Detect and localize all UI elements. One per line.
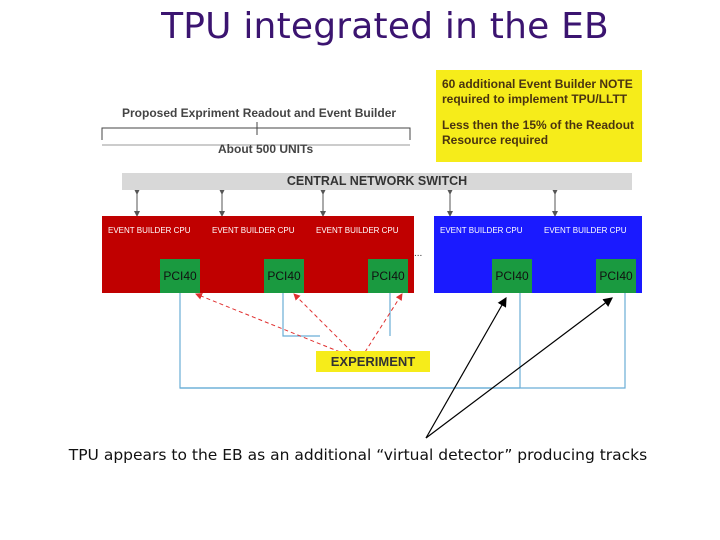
pci40-card: PCI40 (264, 259, 304, 293)
pci40-card: PCI40 (368, 259, 408, 293)
switch-links (134, 189, 558, 217)
note-line-2: required to implement TPU/LLTT (442, 91, 628, 106)
event-builder-label: EVENT BUILDER CPU (316, 226, 399, 235)
event-builder-2: EVENT BUILDER CPU PCI40 (206, 216, 310, 293)
note-line-1: 60 additional Event Builder NOTE (442, 77, 633, 91)
proposed-bracket (101, 122, 411, 146)
experiment-links (195, 292, 403, 353)
event-builder-1: EVENT BUILDER CPU PCI40 (102, 216, 206, 293)
pci40-card: PCI40 (160, 259, 200, 293)
proposed-readout-label: Proposed Expriment Readout and Event Bui… (122, 106, 397, 120)
event-builder-label: EVENT BUILDER CPU (544, 226, 627, 235)
slide-title: TPU integrated in the EB (161, 6, 609, 47)
event-builder-label: EVENT BUILDER CPU (108, 226, 191, 235)
pci40-card: PCI40 (492, 259, 532, 293)
event-builder-label: EVENT BUILDER CPU (440, 226, 523, 235)
event-builder-5: EVENT BUILDER CPU PCI40 (538, 216, 642, 293)
note-line-3: Less then the 15% of the Readout (442, 118, 635, 132)
pci-links (179, 293, 626, 389)
tpu-requirements-note: 60 additional Event Builder NOTE require… (436, 70, 642, 162)
experiment-box: EXPERIMENT (316, 351, 430, 372)
tpu-arrows (425, 296, 613, 439)
central-network-switch: CENTRAL NETWORK SWITCH (122, 173, 632, 190)
event-builder-3: EVENT BUILDER CPU PCI40 (310, 216, 414, 293)
units-count-label: About 500 UNITs (218, 142, 314, 156)
ellipsis: ... (414, 248, 423, 259)
caption: TPU appears to the EB as an additional “… (68, 446, 648, 464)
event-builder-label: EVENT BUILDER CPU (212, 226, 295, 235)
note-line-4: Resource required (442, 132, 549, 147)
pci40-card: PCI40 (596, 259, 636, 293)
event-builder-4: EVENT BUILDER CPU PCI40 (434, 216, 538, 293)
